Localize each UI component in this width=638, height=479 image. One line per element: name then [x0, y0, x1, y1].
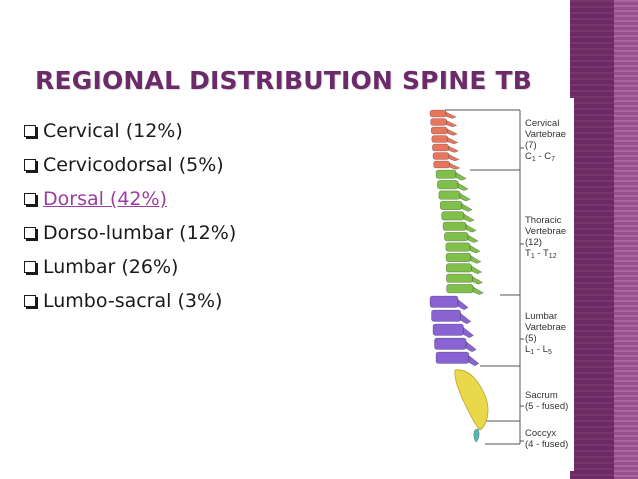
vertebra-process — [467, 234, 479, 243]
slide-title: REGIONAL DISTRIBUTION SPINE TB — [35, 66, 533, 95]
vertebra-process — [468, 354, 480, 367]
bullet-item: Lumbo-sacral (3%) — [22, 284, 236, 318]
checkbox-bullet-icon — [24, 227, 36, 239]
bullet-item: Cervical (12%) — [22, 114, 236, 148]
vertebra-process — [446, 128, 458, 136]
bullet-link-text[interactable]: Dorsal (42%) — [43, 188, 167, 210]
bullet-item: Lumbar (26%) — [22, 250, 236, 284]
vertebra-process — [470, 255, 482, 264]
cervical-label: Cervical Vartebrae (7) C1 - C7 — [525, 118, 567, 163]
checkbox-bullet-icon — [24, 261, 36, 273]
vertebra-body — [444, 232, 469, 242]
vertebra-body — [441, 211, 465, 221]
vertebra-process — [471, 265, 483, 275]
vertebra-process — [459, 192, 471, 202]
thoracic-label: Thoracic Vertebrae (12) T1 - T12 — [525, 215, 567, 260]
bullet-item-highlighted[interactable]: Dorsal (42%) — [22, 182, 236, 216]
vertebra-process — [446, 120, 458, 128]
coccyx-shape — [473, 428, 480, 443]
bullet-text: Cervicodorsal (5%) — [43, 154, 224, 176]
vertebra-body — [442, 221, 467, 231]
decorative-band-stripes — [614, 0, 638, 479]
bullet-text: Lumbar (26%) — [43, 256, 179, 278]
vertebra-body — [431, 135, 449, 143]
vertebra-body — [430, 118, 447, 126]
bullet-text: Cervical (12%) — [43, 120, 183, 142]
vertebra-body — [446, 273, 473, 283]
vertebra-process — [465, 224, 477, 233]
vertebra-process — [472, 286, 484, 295]
vertebra-body — [429, 295, 459, 308]
vertebra-process — [463, 213, 475, 223]
checkbox-bullet-icon — [24, 295, 36, 307]
vertebra-process — [455, 172, 467, 181]
vertebra-body — [432, 143, 449, 152]
vertebrae-group — [429, 109, 484, 367]
vertebra-body — [435, 351, 470, 364]
vertebra-body — [445, 252, 472, 262]
vertebra-body — [432, 323, 464, 336]
vertebra-process — [460, 312, 472, 325]
vertebra-body — [434, 337, 467, 350]
vertebra-body — [446, 284, 474, 294]
vertebra-process — [457, 182, 469, 191]
checkbox-bullet-icon — [24, 125, 36, 137]
vertebra-body — [437, 180, 459, 190]
vertebra-body — [432, 152, 450, 160]
vertebra-process — [448, 145, 460, 153]
bullet-text: Lumbo-sacral (3%) — [43, 290, 223, 312]
spine-diagram: Cervical Vartebrae (7) C1 - C7 Thoracic … — [400, 98, 574, 471]
bullet-item: Cervicodorsal (5%) — [22, 148, 236, 182]
spine-illustration — [429, 109, 524, 445]
vertebra-process — [461, 203, 473, 212]
vertebra-process — [447, 137, 459, 145]
sacrum-label: Sacrum (5 - fused) — [525, 390, 569, 412]
vertebra-process — [445, 111, 457, 119]
bracket-lines — [445, 109, 524, 445]
vertebra-body — [435, 169, 457, 179]
vertebra-body — [429, 109, 447, 118]
vertebra-body — [431, 309, 462, 322]
vertebra-process — [449, 162, 461, 170]
vertebra-process — [472, 276, 484, 285]
vertebra-body — [433, 160, 450, 169]
bullet-item: Dorso-lumbar (12%) — [22, 216, 236, 250]
vertebra-process — [469, 244, 481, 254]
vertebra-body — [438, 190, 461, 200]
lumbar-label: Lumbar Vartebrae (5) L1 - L5 — [525, 311, 567, 356]
bullet-text: Dorso-lumbar (12%) — [43, 222, 237, 244]
bullet-list: Cervical (12%) Cervicodorsal (5%) Dorsal… — [22, 114, 236, 318]
vertebra-body — [439, 200, 463, 210]
vertebra-body — [445, 242, 471, 252]
vertebra-process — [448, 154, 460, 162]
checkbox-bullet-icon — [24, 193, 36, 205]
vertebra-process — [457, 298, 469, 311]
vertebra-process — [465, 340, 477, 353]
vertebra-body — [430, 126, 448, 135]
checkbox-bullet-icon — [24, 159, 36, 171]
vertebra-process — [463, 326, 474, 339]
coccyx-label: Coccyx (4 - fused) — [525, 428, 569, 450]
vertebra-body — [445, 263, 472, 273]
sacrum-shape — [454, 369, 489, 431]
